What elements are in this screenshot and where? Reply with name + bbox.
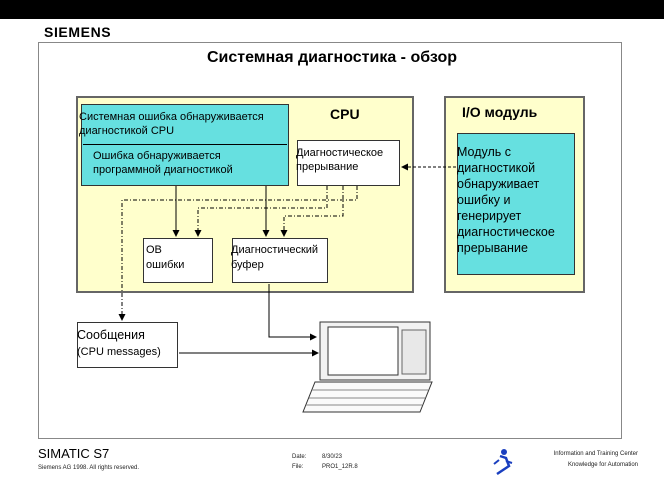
diagnostic-interrupt-box xyxy=(297,140,400,186)
training-center-emblem-icon xyxy=(493,449,513,476)
date-label: Date: xyxy=(292,454,307,460)
diagnostic-buffer-box xyxy=(232,238,328,283)
file-label: File: xyxy=(292,464,304,470)
diag-buffer-line2: буфер xyxy=(231,259,264,271)
system-error-line1: Системная ошибка обнаруживается xyxy=(79,111,264,123)
buffer-to-pg-arrow xyxy=(268,284,317,341)
training-center-slogan: Knowledge for Automation xyxy=(567,462,638,468)
io-module-description-box xyxy=(457,133,575,275)
date-value: 8/30/23 xyxy=(322,454,343,460)
interrupt-to-ob-arrow xyxy=(194,186,328,237)
system-error-line2: диагностикой CPU xyxy=(79,125,175,137)
ob-line2: ошибки xyxy=(146,259,185,271)
error-divider xyxy=(83,144,287,145)
messages-box xyxy=(77,322,178,368)
cpu-label: CPU xyxy=(330,106,360,122)
diag-interrupt-line1: Диагностическое xyxy=(296,147,384,159)
io-line-6: диагностическое xyxy=(457,225,555,239)
siemens-logo: SIEMENS xyxy=(44,24,112,40)
system-error-box xyxy=(81,104,289,186)
io-line-2: диагностикой xyxy=(457,161,536,175)
diag-buffer-line1: Диагностический xyxy=(231,244,319,256)
io-line-3: обнаруживает xyxy=(457,177,540,191)
io-line-5: генерирует xyxy=(457,209,522,223)
slide-frame xyxy=(38,42,622,439)
ob-error-box xyxy=(143,238,213,283)
program-error-line1: Ошибка обнаруживается xyxy=(93,150,221,162)
programming-device-icon xyxy=(302,321,433,413)
slide-title: Системная диагностика - обзор xyxy=(206,49,457,66)
io-line-4: ошибку и xyxy=(457,193,511,207)
interrupt-to-buffer-arrow xyxy=(280,186,344,237)
io-module-label: I/O модуль xyxy=(462,104,538,120)
file-value: PRO1_12R.8 xyxy=(322,464,358,470)
program-error-line2: программной диагностикой xyxy=(93,164,233,176)
training-center-name: Information and Training Center xyxy=(553,451,638,457)
messages-line2: (CPU messages) xyxy=(77,346,161,358)
messages-line1: Сообщения xyxy=(77,328,145,342)
copyright-text: Siemens AG 1998. All rights reserved. xyxy=(38,465,140,471)
product-name: SIMATIC S7 xyxy=(38,446,110,461)
io-line-7: прерывание xyxy=(457,241,528,255)
io-line-1: Модуль с xyxy=(457,145,512,159)
interrupt-to-messages-arrow xyxy=(118,186,358,321)
top-bar xyxy=(0,0,664,19)
ob-line1: OB xyxy=(146,244,162,256)
diag-interrupt-line2: прерывание xyxy=(296,161,359,173)
